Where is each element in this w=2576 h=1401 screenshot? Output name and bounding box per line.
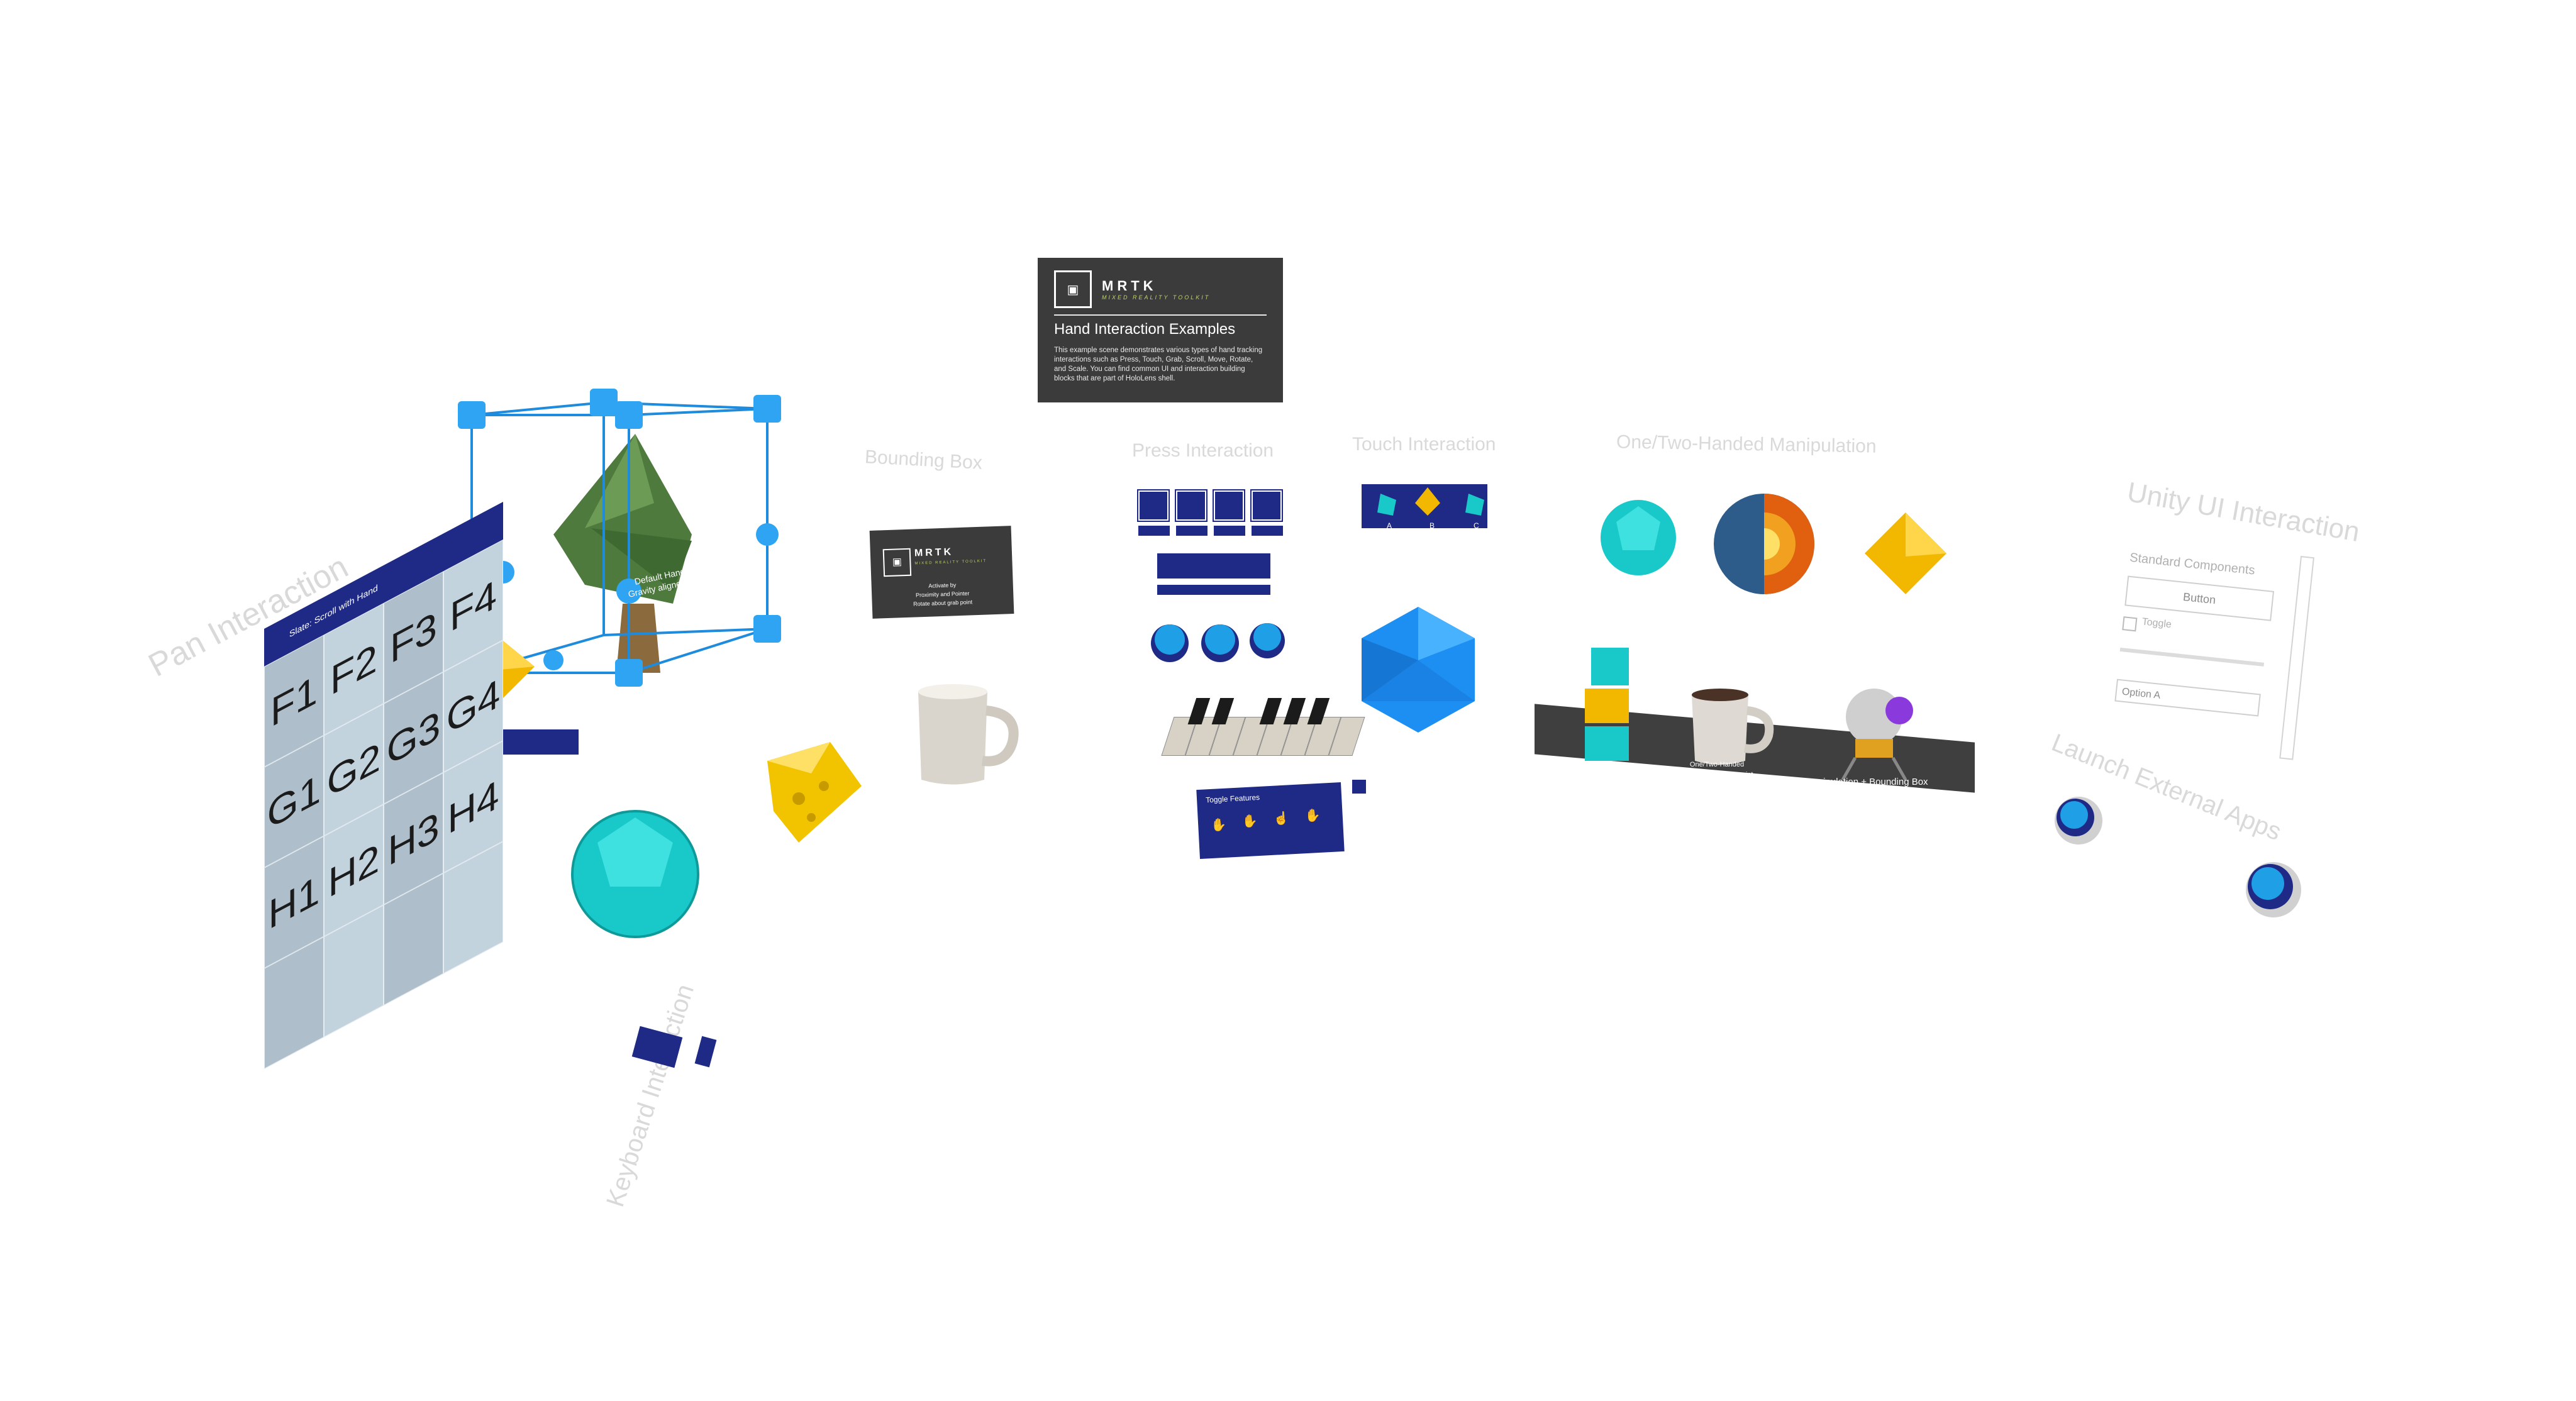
gold-octahedron-right[interactable] — [1862, 509, 1950, 597]
touch-cube-label: C — [1474, 521, 1479, 530]
lander-label-2: Rotate about grab point — [1811, 789, 1910, 800]
press-button[interactable] — [1176, 490, 1206, 521]
touch-cube-label: A — [1387, 521, 1392, 530]
toggle-features-title: Toggle Features — [1205, 792, 1260, 805]
card-logo-subtitle: MIXED REALITY TOOLKIT — [914, 559, 987, 566]
hand-icon[interactable]: ✋ — [1210, 817, 1227, 833]
info-description: This example scene demonstrates various … — [1054, 346, 1263, 382]
lunar-lander-model[interactable] — [1818, 679, 1931, 786]
toggle-label: Toggle — [2141, 616, 2172, 631]
divider — [1054, 314, 1267, 316]
toggle-features-panel[interactable]: Toggle Features ✋ ✋ ☝ ✋ — [1196, 782, 1345, 859]
section-title-keyboard: Keyboard Interaction — [601, 981, 700, 1210]
mug-model-platform[interactable] — [1679, 685, 1780, 773]
section-title-bounding-box: Bounding Box — [864, 446, 983, 473]
mrtk-logo-icon: ▣ — [882, 548, 912, 577]
press-button-tag — [1138, 526, 1170, 536]
cyan-sphere-small[interactable] — [1597, 497, 1679, 579]
card-logo-title: MRTK — [914, 546, 954, 559]
tree-model — [553, 434, 692, 673]
press-button[interactable] — [1138, 490, 1169, 521]
stacked-cubes[interactable] — [1572, 641, 1648, 767]
hand-icon[interactable]: ☝ — [1273, 811, 1290, 826]
press-button[interactable] — [1252, 490, 1282, 521]
section-title-manipulation: One/Two-Handed Manipulation — [1616, 431, 1877, 457]
mug-model[interactable] — [906, 679, 1025, 792]
card-caption-3: Rotate about grab point — [913, 599, 973, 607]
round-press-buttons[interactable] — [1145, 619, 1289, 670]
press-row2-tags — [1157, 585, 1270, 595]
earth-core-sphere[interactable] — [1711, 490, 1818, 597]
logo-title: MRTK — [1102, 278, 1157, 294]
press-button-tag — [1214, 526, 1245, 536]
press-buttons-row2[interactable] — [1157, 553, 1270, 579]
touch-cubes[interactable]: A B C — [1362, 481, 1494, 531]
unity-slider[interactable] — [2119, 647, 2265, 667]
cheese-model[interactable] — [761, 736, 868, 849]
mug-label-1: One/Two-Handed — [1689, 761, 1745, 768]
toggle-checkbox[interactable] — [2122, 616, 2138, 632]
press-button[interactable] — [1214, 490, 1244, 521]
toggle-pin-button[interactable] — [1352, 780, 1366, 794]
touch-cube-label: B — [1430, 521, 1435, 530]
unity-dropdown[interactable]: Option A — [2114, 678, 2261, 717]
lander-label-1: Manipulation + Bounding Box — [1805, 777, 1928, 787]
unity-ui-panel: Standard Components Button Toggle Option… — [2096, 537, 2326, 784]
mrtk-logo-icon: ▣ — [1054, 270, 1092, 308]
mrtk-logo: ▣ MRTK MIXED REALITY TOOLKIT — [1054, 270, 1210, 308]
bounding-box-tree[interactable]: Default Handles Gravity aligned manipula… — [428, 377, 818, 767]
bounding-box-card[interactable]: ▣ MRTK MIXED REALITY TOOLKIT Activate by… — [869, 526, 1014, 619]
section-title-press: Press Interaction — [1132, 440, 1274, 461]
info-title: Hand Interaction Examples — [1054, 321, 1236, 338]
cyan-sphere-left[interactable] — [566, 805, 704, 943]
section-title-touch: Touch Interaction — [1352, 434, 1496, 455]
mug-label-2: Rotate about grab point — [1680, 771, 1753, 778]
info-panel: ▣ MRTK MIXED REALITY TOOLKIT Hand Intera… — [1038, 258, 1283, 402]
launch-app-button[interactable] — [2239, 858, 2308, 921]
press-button-tag — [1252, 526, 1283, 536]
blue-icosahedron[interactable] — [1352, 604, 1484, 736]
section-title-unity-ui: Unity UI Interaction — [2124, 476, 2362, 548]
unity-button[interactable]: Button — [2124, 575, 2275, 621]
keyboard-button-small[interactable] — [694, 1036, 717, 1068]
launch-app-button[interactable] — [2050, 792, 2107, 849]
hand-icon[interactable]: ✋ — [1304, 808, 1321, 824]
hand-icon[interactable]: ✋ — [1241, 814, 1258, 829]
unity-scrollbar[interactable] — [2279, 556, 2315, 760]
standard-components-label: Standard Components — [2129, 550, 2256, 578]
tree-toolbar[interactable] — [497, 729, 579, 755]
piano-keyboard[interactable] — [1158, 692, 1384, 767]
logo-subtitle: MIXED REALITY TOOLKIT — [1102, 294, 1211, 301]
press-button-tag — [1176, 526, 1208, 536]
